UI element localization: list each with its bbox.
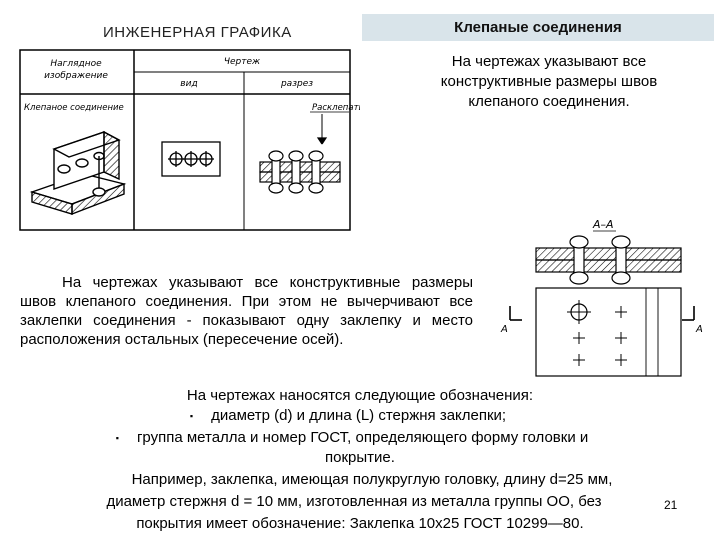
section-aa-drawing: А–А А А <box>500 218 703 377</box>
callout-rivet: Расклепать <box>312 103 360 113</box>
example-line-2: диаметр стержня d = 10 мм, изготовленная… <box>106 493 602 510</box>
bullet-icon: ▪ <box>115 433 119 444</box>
bullet-item-2-continuation: покрытие. <box>325 449 395 466</box>
sub-header-view: вид <box>180 79 197 89</box>
example-line-1: Например, заклепка, имеющая полукруглую … <box>131 471 613 488</box>
col-header-drawing: Чертеж <box>224 57 261 67</box>
intro-text: На чертежах указывают все конструктивные… <box>440 53 658 110</box>
col-header-view-1: Наглядное <box>50 59 102 69</box>
subject-title: ИНЖЕНЕРНАЯ ГРАФИКА <box>103 24 292 41</box>
rivet-figure-table: Наглядное изображение Чертеж вид разрез … <box>19 49 360 231</box>
rivet-section-drawing <box>259 114 341 194</box>
section-label: А–А <box>592 218 614 231</box>
isometric-sketch <box>29 130 127 216</box>
col-header-view-2: изображение <box>44 71 108 81</box>
bullet-item-1: ▪ диаметр (d) и длина (L) стержня заклепк… <box>0 406 708 426</box>
bullet-item-1-text: диаметр (d) и длина (L) стержня заклепки… <box>211 407 507 424</box>
bullet-item-2-text: группа металла и номер ГОСТ, определяюще… <box>136 429 589 446</box>
body-paragraph: На чертежах указывают все конструктивные… <box>20 273 473 349</box>
sub-header-section: разрез <box>280 79 313 89</box>
bullet-icon: ▪ <box>189 411 194 422</box>
notation-intro: На чертежах наносятся следующие обозначе… <box>186 387 534 404</box>
row-label: Клепаное соединение <box>24 103 124 113</box>
example-line-3: покрытия имеет обозначение: Заклепка 10х… <box>136 515 584 532</box>
body-paragraph-text: На чертежах указывают все конструктивные… <box>20 274 473 348</box>
rivet-view-drawing <box>161 141 221 177</box>
page-number: 21 <box>664 498 678 512</box>
section-marker-left: А <box>500 324 508 335</box>
section-marker-right: А <box>695 324 703 335</box>
bullet-item-2: ▪ группа металла и номер ГОСТ, определяющ… <box>0 428 712 448</box>
slide-title: Клепаные соединения <box>362 14 714 41</box>
